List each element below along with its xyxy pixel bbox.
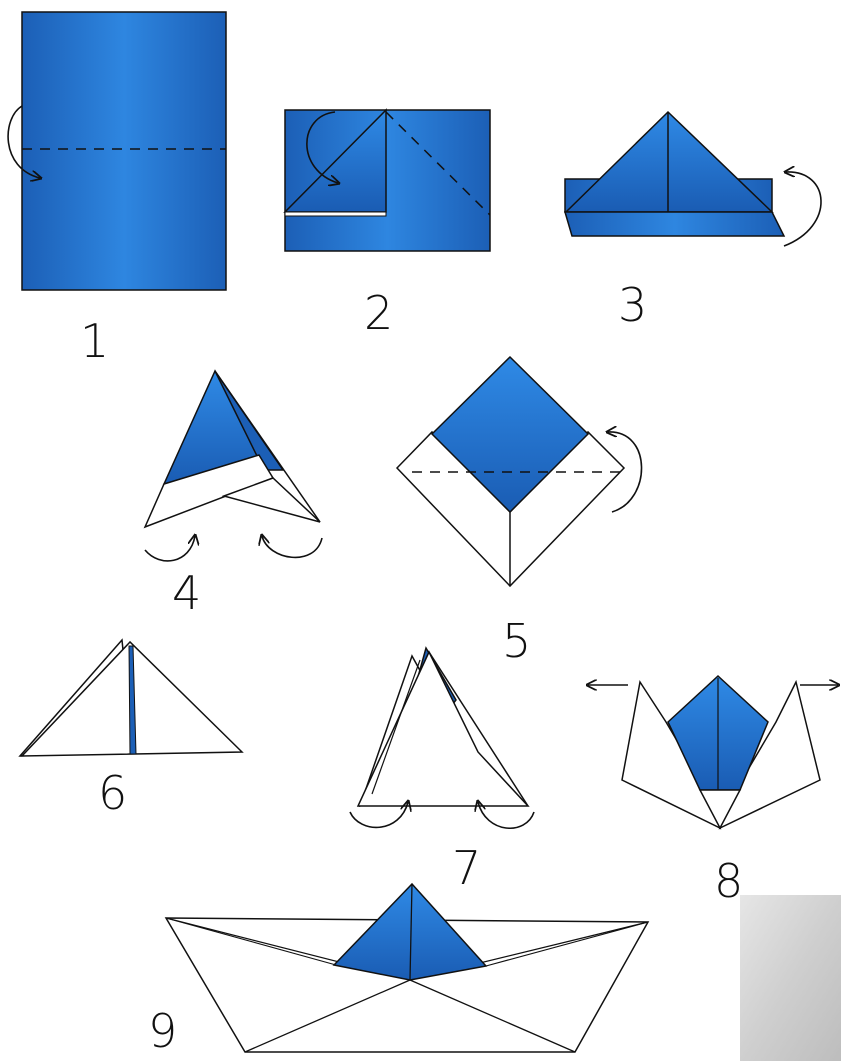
step-4-figure (145, 371, 322, 561)
step-8-number: 8 (714, 858, 743, 904)
paper-sheet (22, 12, 226, 290)
step-9-number: 9 (148, 1008, 177, 1054)
step-6-number: 6 (98, 770, 127, 816)
step-7-number: 7 (452, 845, 481, 891)
fold-arrow-icon (262, 536, 322, 557)
step-7-figure (350, 648, 534, 828)
step-2-figure (285, 110, 490, 251)
step-5-figure (397, 357, 642, 586)
step-4-number: 4 (172, 570, 201, 616)
fold-arrow-icon (784, 172, 821, 246)
fold-arrow-icon (145, 536, 195, 561)
fabric-photo-corner (740, 895, 841, 1061)
step-6-figure (20, 640, 242, 756)
hat-triangle (566, 112, 772, 212)
step-5-number: 5 (502, 618, 531, 664)
step-3-number: 3 (618, 282, 647, 328)
step-1-number: 1 (80, 318, 109, 364)
step-8-figure (588, 676, 838, 828)
hat-brim (565, 212, 784, 236)
step-1-figure (8, 12, 226, 290)
step-3-figure (565, 112, 821, 246)
step-2-number: 2 (364, 290, 393, 336)
paper-edge (285, 212, 386, 216)
step-9-figure (166, 884, 648, 1052)
